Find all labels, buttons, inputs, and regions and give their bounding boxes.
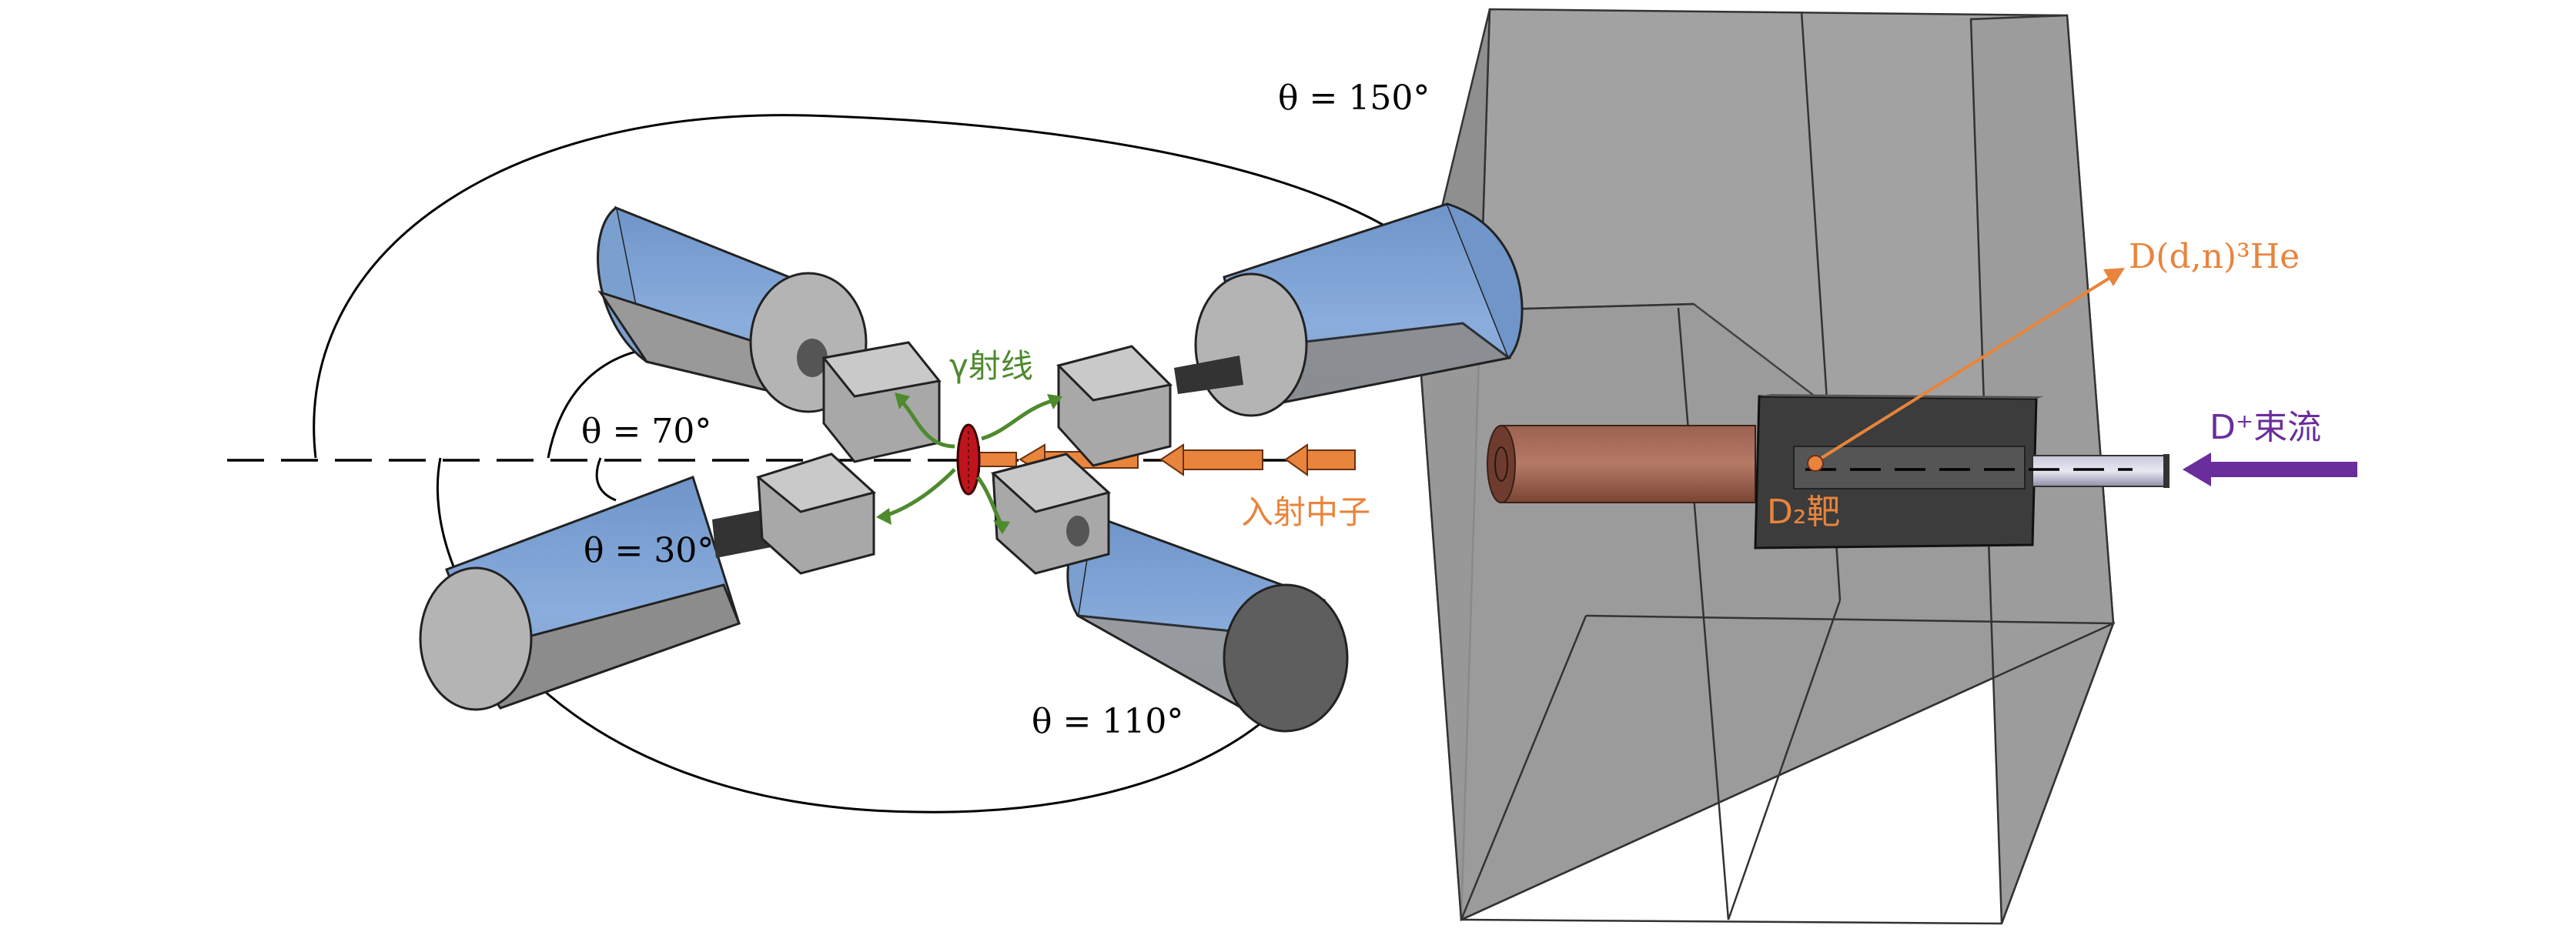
- label-reaction: D(d,n)³He: [2129, 237, 2300, 276]
- sample-target: [956, 423, 981, 496]
- label-theta-70: θ = 70°: [581, 412, 711, 451]
- label-deuteron-beam: D⁺束流: [2210, 408, 2321, 447]
- label-gamma-rays: γ射线: [949, 347, 1033, 385]
- label-d2-target: D₂靶: [1767, 493, 1841, 532]
- copper-collimator: [1487, 425, 1756, 503]
- beam-pipe: [2032, 454, 2170, 488]
- detector-upper-right: [1056, 202, 1524, 467]
- detector-upper-left: [597, 205, 942, 463]
- beam-axis: [227, 459, 2133, 471]
- label-theta-110: θ = 110°: [1032, 702, 1183, 741]
- arc-30: [595, 457, 617, 502]
- detector-lower-right: [990, 453, 1349, 733]
- detector-lower-left: [419, 453, 877, 711]
- gamma-arrowheads: [876, 393, 1062, 534]
- arc-150: [313, 114, 1394, 459]
- gamma-arrows: [885, 398, 1055, 525]
- deuteron-beam-arrow: [2183, 453, 2357, 486]
- label-theta-30: θ = 30°: [584, 531, 714, 570]
- reaction-arrow: [1807, 268, 2125, 472]
- label-incident-neutrons: 入射中子: [1241, 493, 1370, 531]
- target-chamber: [1754, 394, 2044, 550]
- label-theta-150: θ = 150°: [1278, 79, 1430, 118]
